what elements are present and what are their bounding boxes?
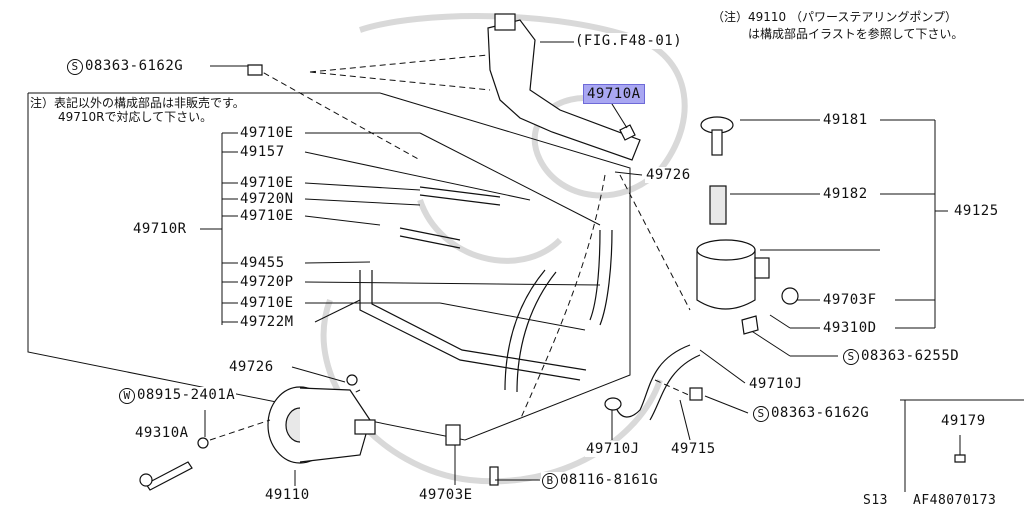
label-part-49710j-bottom[interactable]: 49710J: [585, 441, 641, 457]
part-number: 08363-6162G: [771, 405, 870, 421]
group-bracket-49710r: [200, 132, 238, 325]
label-part-49182[interactable]: 49182: [822, 186, 869, 202]
label-part-49110[interactable]: 49110: [264, 487, 311, 503]
label-part-49715[interactable]: 49715: [670, 441, 717, 457]
label-part-49726-left[interactable]: 49726: [228, 359, 275, 375]
label-fig-reference[interactable]: (FIG.F48-01): [574, 33, 684, 49]
label-part-49125[interactable]: 49125: [953, 203, 1000, 219]
label-part-49703e[interactable]: 49703E: [418, 487, 474, 503]
label-part-49157[interactable]: 49157: [239, 144, 286, 160]
label-part-49710e-2[interactable]: 49710E: [239, 175, 295, 191]
label-part-49710j-right[interactable]: 49710J: [748, 376, 804, 392]
part-number: 08363-6255D: [861, 348, 960, 364]
hoses-and-pipes: [319, 174, 701, 421]
leader-lines: [204, 65, 1024, 492]
reservoir-tank-illustration: [696, 116, 880, 357]
label-part-49710r[interactable]: 49710R: [132, 221, 188, 237]
label-part-49310d[interactable]: 49310D: [822, 320, 878, 336]
label-part-49455[interactable]: 49455: [239, 255, 286, 271]
note-pump-line2: は構成部品イラストを参照して下さい。: [748, 27, 964, 41]
label-part-49726-top[interactable]: 49726: [645, 167, 692, 183]
label-part-49710e-1[interactable]: 49710E: [239, 125, 295, 141]
b-symbol-icon: B: [542, 473, 558, 489]
label-part-49310a[interactable]: 49310A: [134, 425, 190, 441]
footer-figure-code: AF48070173: [912, 493, 998, 508]
label-part-49703f[interactable]: 49703F: [822, 292, 878, 308]
label-part-49710a-highlighted[interactable]: 49710A: [583, 84, 645, 104]
pump-illustration: [209, 386, 376, 464]
note-nonsale-line2: 49710Rで対応して下さい。: [58, 110, 213, 124]
part-number: 08915-2401A: [137, 387, 236, 403]
part-number: 08116-8161G: [560, 472, 659, 488]
note-frame: [27, 92, 631, 441]
label-part-49710e-3[interactable]: 49710E: [239, 208, 295, 224]
s-symbol-icon: S: [753, 406, 769, 422]
note-pump-line1: （注）49110 （パワーステアリングポンプ）: [712, 10, 958, 24]
small-parts: [139, 64, 966, 491]
label-part-49181[interactable]: 49181: [822, 112, 869, 128]
label-part-49179[interactable]: 49179: [940, 413, 987, 429]
note-nonsale-line1: 注）表記以外の構成部品は非販売です。: [30, 96, 245, 110]
footer-model-code: S13: [862, 493, 889, 508]
s-symbol-icon: S: [67, 59, 83, 75]
label-part-49710e-4[interactable]: 49710E: [239, 295, 295, 311]
label-part-49722m[interactable]: 49722M: [239, 314, 295, 330]
s-symbol-icon: S: [843, 349, 859, 365]
group-bracket-49125: [880, 119, 948, 329]
part-number: 08363-6162G: [85, 58, 184, 74]
label-part-49720p[interactable]: 49720P: [239, 274, 295, 290]
w-symbol-icon: W: [119, 388, 135, 404]
steering-gear-illustration: [254, 13, 641, 161]
label-part-49720n[interactable]: 49720N: [239, 191, 295, 207]
